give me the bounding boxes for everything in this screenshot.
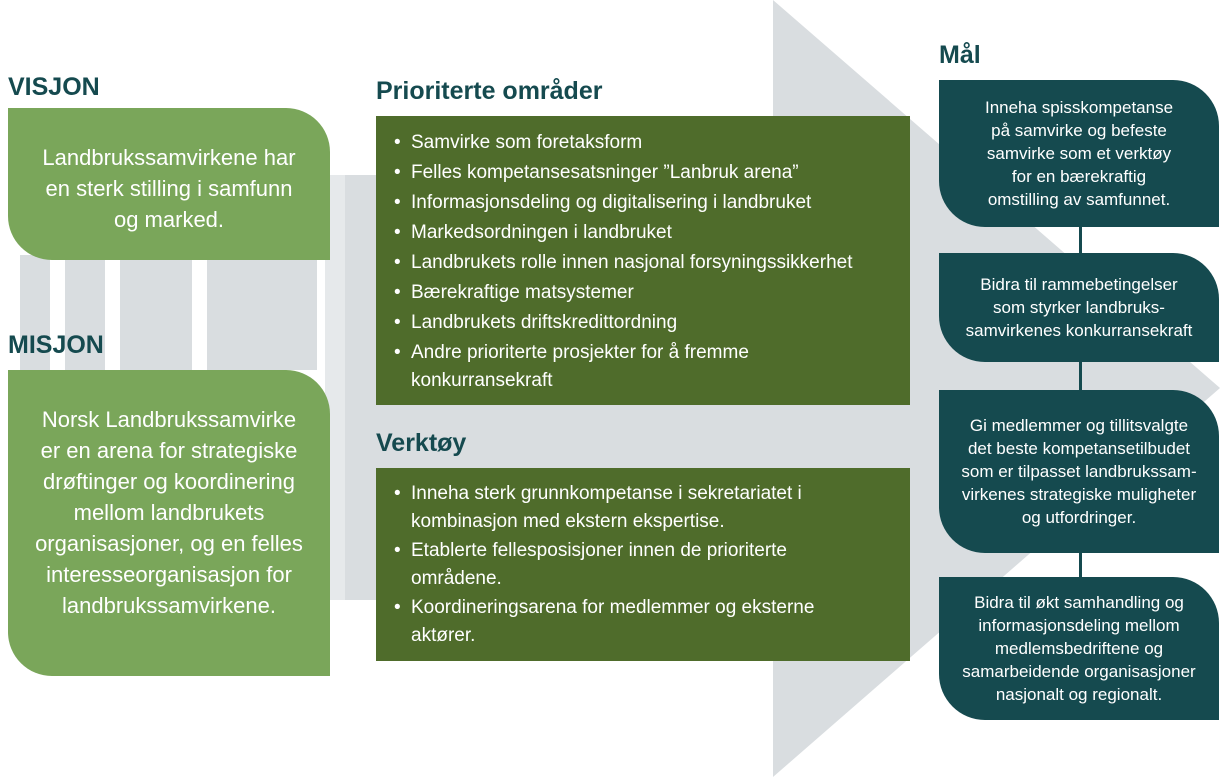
item-text: kombinasjon med ekstern ekspertise. bbox=[411, 511, 725, 532]
goal-box: Gi medlemmer og tillitsvalgte det beste … bbox=[939, 390, 1219, 553]
verktoy-item: • Inneha sterk grunnkompetanse i sekretar… bbox=[394, 480, 902, 536]
goal-line: informasjonsdeling mellom bbox=[978, 616, 1180, 635]
goal-line: på samvirke og befeste bbox=[991, 121, 1167, 140]
misjon-line: er en arena for strategiske bbox=[40, 438, 298, 463]
goal-box: Bidra til økt samhandling og informasjon… bbox=[939, 577, 1219, 720]
bullet-icon: • bbox=[394, 540, 401, 561]
item-text: Informasjonsdeling og digitalisering i l… bbox=[411, 192, 812, 213]
stripe bbox=[20, 255, 50, 370]
bullet-icon: • bbox=[394, 342, 401, 363]
misjon-line: landbrukssamvirkene. bbox=[62, 593, 276, 618]
goal-line: nasjonalt og regionalt. bbox=[995, 685, 1163, 704]
item-text: Etablerte fellesposisjoner innen de prio… bbox=[411, 540, 787, 561]
visjon-line: og marked. bbox=[113, 207, 225, 232]
visjon-line: en sterk stilling i samfunn bbox=[45, 176, 293, 201]
item-text: Samvirke som foretaksform bbox=[411, 132, 643, 153]
prioriterte-heading: Prioriterte områder bbox=[376, 77, 603, 105]
goal-line: Gi medlemmer og tillitsvalgte bbox=[969, 416, 1189, 435]
goal-line: samvirke som et verktøy bbox=[986, 144, 1172, 163]
prioriterte-item: • Andre prioriterte prosjekter for å frem… bbox=[394, 339, 902, 395]
item-text: Bærekraftige matsystemer bbox=[411, 282, 634, 303]
visjon-line: Landbrukssamvirkene har bbox=[42, 145, 296, 170]
misjon-line: organisasjoner, og en felles bbox=[35, 531, 303, 556]
goal-line: som styrker landbruks- bbox=[993, 298, 1165, 317]
prioriterte-item: • Informasjonsdeling og digitalisering i … bbox=[394, 189, 902, 217]
stripe bbox=[207, 255, 317, 370]
goal-box: Bidra til rammebetingelser som styrker l… bbox=[939, 253, 1219, 362]
misjon-line: Norsk Landbrukssamvirke bbox=[41, 407, 297, 432]
goal-line: medlemsbedriftene og bbox=[994, 639, 1164, 658]
mal-heading: Mål bbox=[939, 41, 981, 69]
prioriterte-item: • Landbrukets rolle innen nasjonal forsyn… bbox=[394, 249, 902, 277]
item-text: Markedsordningen i landbruket bbox=[411, 222, 672, 243]
prioriterte-item: • Landbrukets driftskredittordning bbox=[394, 309, 902, 337]
item-text: områdene. bbox=[411, 568, 502, 589]
stripe bbox=[65, 255, 105, 370]
item-text: aktører. bbox=[411, 625, 476, 646]
prioriterte-box: • Samvirke som foretaksform • Felles kompe… bbox=[376, 116, 910, 405]
bullet-icon: • bbox=[394, 192, 401, 213]
visjon-box: Landbrukssamvirkene har en sterk stillin… bbox=[8, 108, 330, 260]
item-text: Koordineringsarena for medlemmer og ekst… bbox=[411, 597, 815, 618]
bullet-icon: • bbox=[394, 252, 401, 273]
goal-line: omstilling av samfunnet. bbox=[987, 190, 1171, 209]
goal-text: Bidra til økt samhandling og informasjon… bbox=[962, 591, 1195, 706]
item-text: Felles kompetansesatsninger ”Lanbruk are… bbox=[411, 162, 799, 183]
bullet-icon: • bbox=[394, 312, 401, 333]
goal-line: Bidra til økt samhandling og bbox=[974, 593, 1184, 612]
misjon-line: interesseorganisasjon for bbox=[46, 562, 292, 587]
goal-line: samarbeidende organisasjoner bbox=[962, 662, 1196, 681]
verktoy-heading: Verktøy bbox=[376, 429, 467, 457]
goal-line: Bidra til rammebetingelser bbox=[980, 275, 1178, 294]
verktoy-box: • Inneha sterk grunnkompetanse i sekretar… bbox=[376, 468, 910, 661]
goal-line: og utfordringer. bbox=[1021, 508, 1137, 527]
misjon-line: mellom landbrukets bbox=[73, 500, 265, 525]
goal-line: virkenes strategiske muligheter bbox=[961, 485, 1197, 504]
goal-line: som er tilpasset landbrukssam- bbox=[961, 462, 1197, 481]
goal-line: samvirkenes konkurransekraft bbox=[965, 321, 1193, 340]
goal-line: Inneha spisskompetanse bbox=[984, 98, 1174, 117]
item-text: Inneha sterk grunnkompetanse i sekretari… bbox=[411, 483, 802, 504]
verktoy-item: • Etablerte fellesposisjoner innen de pri… bbox=[394, 537, 902, 593]
prioriterte-item: • Samvirke som foretaksform bbox=[394, 129, 902, 157]
goal-line: for en bærekraftig bbox=[1011, 167, 1147, 186]
item-text: Andre prioriterte prosjekter for å fremm… bbox=[411, 342, 749, 363]
item-text: Landbrukets driftskredittordning bbox=[411, 312, 678, 333]
item-text: Landbrukets rolle innen nasjonal forsyni… bbox=[411, 252, 853, 273]
stripe bbox=[120, 255, 192, 370]
prioriterte-item: • Felles kompetansesatsninger ”Lanbruk ar… bbox=[394, 159, 902, 187]
prioriterte-item: • Markedsordningen i landbruket bbox=[394, 219, 902, 247]
goal-box: Inneha spisskompetanse på samvirke og be… bbox=[939, 80, 1219, 227]
misjon-line: drøftinger og koordinering bbox=[43, 469, 295, 494]
verktoy-item: • Koordineringsarena for medlemmer og eks… bbox=[394, 594, 902, 650]
goal-text: Inneha spisskompetanse på samvirke og be… bbox=[985, 96, 1173, 211]
bullet-icon: • bbox=[394, 282, 401, 303]
bullet-icon: • bbox=[394, 597, 401, 618]
misjon-heading: MISJON bbox=[8, 331, 104, 359]
goal-line: det beste kompetansetilbudet bbox=[967, 439, 1191, 458]
goal-text: Bidra til rammebetingelser som styrker l… bbox=[966, 273, 1193, 342]
prioriterte-item: • Bærekraftige matsystemer bbox=[394, 279, 902, 307]
item-text: konkurransekraft bbox=[411, 370, 553, 391]
bullet-icon: • bbox=[394, 483, 401, 504]
bullet-icon: • bbox=[394, 132, 401, 153]
stripe bbox=[325, 175, 345, 600]
bullet-icon: • bbox=[394, 222, 401, 243]
visjon-heading: VISJON bbox=[8, 73, 100, 101]
misjon-box: Norsk Landbrukssamvirke er en arena for … bbox=[8, 370, 330, 676]
goal-text: Gi medlemmer og tillitsvalgte det beste … bbox=[961, 414, 1196, 529]
bullet-icon: • bbox=[394, 162, 401, 183]
